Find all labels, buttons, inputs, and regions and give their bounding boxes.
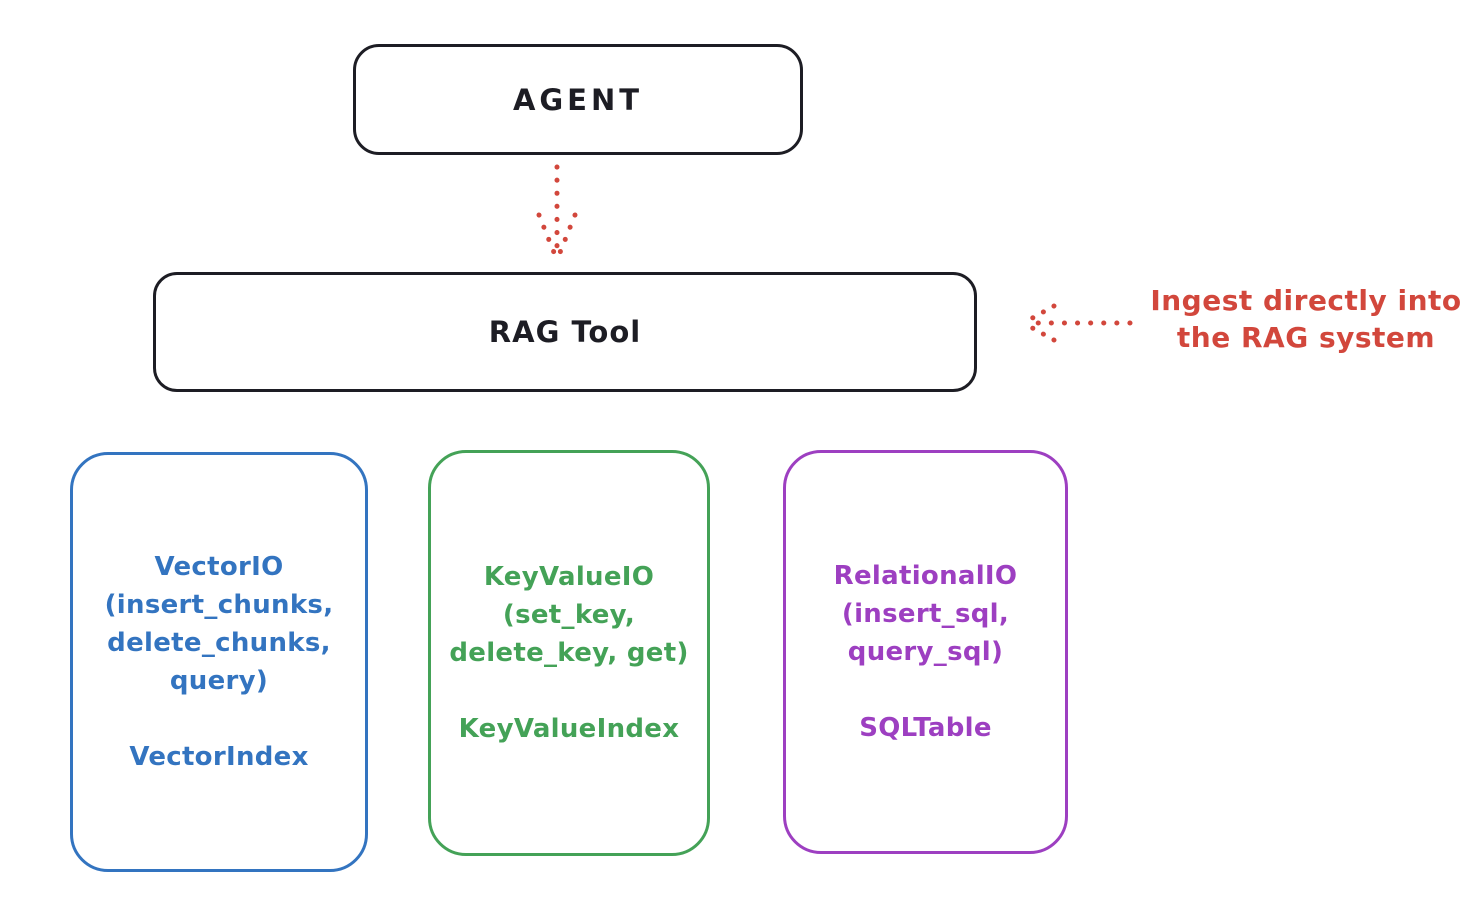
dotted-left-arrow-icon — [1024, 303, 1133, 343]
annotation-to-rag-arrow — [1016, 298, 1138, 348]
agent-label: AGENT — [512, 82, 644, 117]
keyvalueio-title: KeyValueIO — [483, 562, 655, 592]
spacer — [834, 671, 1018, 709]
vectorio-methods-line-1: (insert_chunks, — [104, 590, 334, 620]
vectorio-title: VectorIO — [154, 552, 284, 582]
keyvalueio-methods-line-1: (set_key, — [502, 600, 636, 630]
rag-tool-label: RAG Tool — [488, 315, 642, 349]
relationalio-index-label: SQLTable — [859, 713, 992, 743]
spacer — [105, 700, 334, 738]
vectorio-box: VectorIO (insert_chunks, delete_chunks, … — [70, 452, 368, 872]
relationalio-methods-line-1: (insert_sql, — [841, 599, 1010, 629]
relationalio-title: RelationalIO — [833, 561, 1018, 591]
relationalio-methods-line-2: query_sql) — [847, 637, 1004, 667]
spacer — [449, 672, 688, 710]
vectorio-index-label: VectorIndex — [129, 742, 309, 772]
agent-box: AGENT — [353, 44, 803, 155]
rag-tool-box: RAG Tool — [153, 272, 977, 392]
relationalio-box: RelationalIO (insert_sql, query_sql) SQL… — [783, 450, 1068, 854]
agent-to-rag-arrow — [528, 162, 586, 264]
keyvalueio-box: KeyValueIO (set_key, delete_key, get) Ke… — [428, 450, 710, 856]
annotation-line-1: Ingest directly into — [1150, 284, 1462, 317]
keyvalueio-methods-line-2: delete_key, get) — [449, 638, 689, 668]
annotation-line-2: the RAG system — [1176, 321, 1436, 354]
vectorio-text: VectorIO (insert_chunks, delete_chunks, … — [105, 548, 334, 776]
keyvalueio-text: KeyValueIO (set_key, delete_key, get) Ke… — [449, 558, 688, 748]
relationalio-text: RelationalIO (insert_sql, query_sql) SQL… — [834, 557, 1018, 747]
vectorio-methods-line-2: delete_chunks, — [107, 628, 331, 658]
dotted-down-arrow-icon — [536, 164, 578, 261]
keyvalueio-index-label: KeyValueIndex — [458, 714, 680, 744]
vectorio-methods-line-3: query) — [169, 666, 269, 696]
annotation-text: Ingest directly into the RAG system — [1130, 282, 1482, 356]
